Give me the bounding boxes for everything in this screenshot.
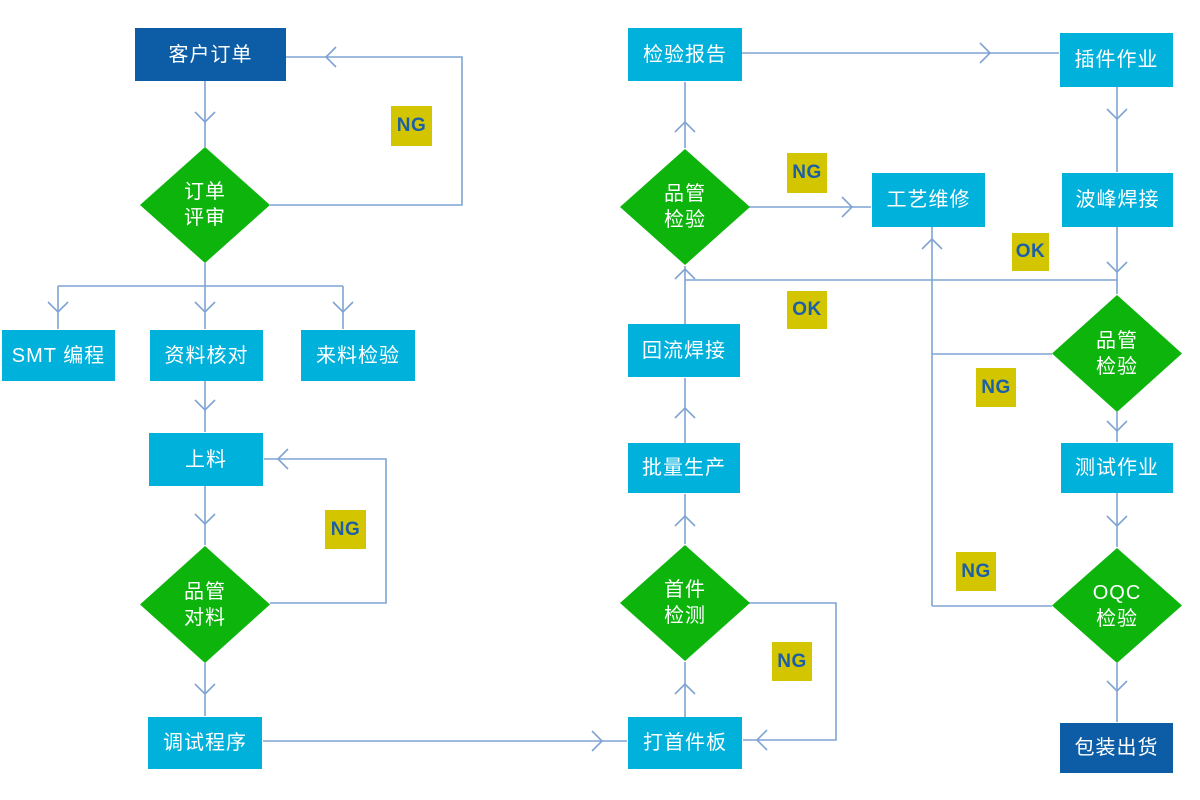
node-label: 上料 bbox=[185, 448, 227, 471]
arrowhead-right-icon bbox=[841, 196, 854, 218]
node-mass-production: 批量生产 bbox=[628, 443, 740, 493]
node-label: 检验 bbox=[1096, 607, 1138, 630]
arrowhead-left-icon bbox=[324, 46, 337, 68]
edge-label-ng-oqc: NG bbox=[956, 552, 996, 591]
node-label: 资料核对 bbox=[164, 344, 249, 367]
edge-label-ng-qc-right: NG bbox=[976, 368, 1016, 407]
arrowhead-down-icon bbox=[1106, 420, 1128, 433]
node-label: 检验 bbox=[1096, 355, 1138, 378]
node-label: 工艺维修 bbox=[886, 189, 971, 211]
node-label: 插件作业 bbox=[1074, 49, 1159, 71]
edge-label-ok-qc-mid: OK bbox=[787, 291, 827, 329]
connector-lines bbox=[57, 52, 1118, 742]
edge-label-ng-material-check: NG bbox=[325, 510, 366, 549]
arrowhead-up-icon bbox=[674, 682, 696, 695]
node-smt-programming: SMT 编程 bbox=[2, 330, 115, 381]
arrowhead-left-icon bbox=[276, 448, 289, 470]
arrowhead-down-icon bbox=[1106, 261, 1128, 274]
node-label: OQC bbox=[1092, 581, 1142, 604]
arrowhead-down-icon bbox=[47, 301, 69, 314]
node-customer-order: 客户订单 bbox=[135, 28, 286, 81]
arrowhead-down-icon bbox=[194, 399, 216, 412]
node-label: 品管 bbox=[1096, 329, 1138, 352]
node-wave-soldering: 波峰焊接 bbox=[1062, 173, 1173, 227]
arrowhead-up-icon bbox=[674, 406, 696, 419]
edge-label-ng-qc-mid: NG bbox=[787, 153, 827, 193]
edge-label-ng-order-review: NG bbox=[391, 106, 432, 146]
node-label: 包装出货 bbox=[1074, 737, 1159, 759]
arrowhead-down-icon bbox=[332, 301, 354, 314]
node-first-board: 打首件板 bbox=[628, 717, 742, 769]
node-label: 品管 bbox=[184, 580, 226, 603]
node-debug-program: 调试程序 bbox=[148, 717, 262, 769]
node-label: 订单 bbox=[184, 181, 226, 203]
node-label: SMT 编程 bbox=[11, 344, 106, 367]
node-test-operation: 测试作业 bbox=[1061, 443, 1173, 493]
node-label: 品管 bbox=[664, 183, 706, 205]
node-label: 检验 bbox=[664, 209, 706, 231]
node-label: 波峰焊接 bbox=[1075, 189, 1160, 211]
node-process-repair: 工艺维修 bbox=[872, 173, 985, 227]
arrowhead-down-icon bbox=[1106, 680, 1128, 693]
edge-review-ng-loop bbox=[270, 56, 463, 206]
node-qc-inspection-mid: 品管检验 bbox=[620, 149, 750, 265]
node-label: 调试程序 bbox=[163, 732, 247, 754]
edge-firstinspection-ng-loop bbox=[743, 602, 837, 741]
node-data-check: 资料核对 bbox=[150, 330, 263, 381]
arrowhead-down-icon bbox=[194, 513, 216, 526]
node-label: 首件 bbox=[664, 579, 706, 601]
node-label: 对料 bbox=[184, 606, 226, 629]
arrowhead-down-icon bbox=[1106, 108, 1128, 121]
node-packing-shipment: 包装出货 bbox=[1060, 723, 1173, 773]
node-order-review: 订单评审 bbox=[140, 147, 270, 263]
node-incoming-inspection: 来料检验 bbox=[301, 330, 415, 381]
arrowhead-up-icon bbox=[674, 514, 696, 527]
arrowheads bbox=[47, 42, 1128, 752]
arrowhead-down-icon bbox=[1106, 515, 1128, 528]
arrowhead-right-icon bbox=[591, 730, 604, 752]
node-label: 打首件板 bbox=[643, 732, 727, 754]
node-label: 回流焊接 bbox=[642, 339, 726, 362]
node-first-inspection: 首件检测 bbox=[620, 545, 750, 661]
edge-label-ok-wave: OK bbox=[1012, 233, 1049, 271]
node-material-check: 品管对料 bbox=[140, 546, 270, 663]
arrowhead-down-icon bbox=[194, 683, 216, 696]
node-oqc-inspection: OQC 检验 bbox=[1052, 548, 1182, 663]
node-loading: 上料 bbox=[149, 433, 263, 486]
node-label: 来料检验 bbox=[316, 344, 400, 367]
edge-label-ng-first-inspection: NG bbox=[772, 642, 812, 681]
node-label: 检测 bbox=[664, 605, 706, 627]
arrowhead-down-icon bbox=[194, 301, 216, 314]
arrowhead-left-icon bbox=[755, 729, 768, 751]
arrowhead-up-icon bbox=[674, 120, 696, 133]
arrowhead-up-icon bbox=[921, 237, 943, 250]
node-label: 检验报告 bbox=[643, 43, 727, 66]
node-label: 批量生产 bbox=[642, 457, 726, 479]
edge-materialcheck-ng-loop bbox=[264, 458, 387, 604]
arrowhead-right-icon bbox=[979, 42, 992, 64]
node-inspection-report: 检验报告 bbox=[628, 28, 742, 81]
node-label: 评审 bbox=[184, 207, 226, 229]
node-plugin-operation: 插件作业 bbox=[1060, 33, 1173, 87]
node-label: 测试作业 bbox=[1075, 457, 1159, 479]
arrowhead-down-icon bbox=[194, 111, 216, 124]
node-qc-inspection-right: 品管检验 bbox=[1052, 295, 1182, 412]
node-reflow-soldering: 回流焊接 bbox=[628, 324, 740, 377]
arrowhead-up-icon bbox=[674, 267, 696, 280]
node-label: 客户订单 bbox=[168, 43, 253, 66]
